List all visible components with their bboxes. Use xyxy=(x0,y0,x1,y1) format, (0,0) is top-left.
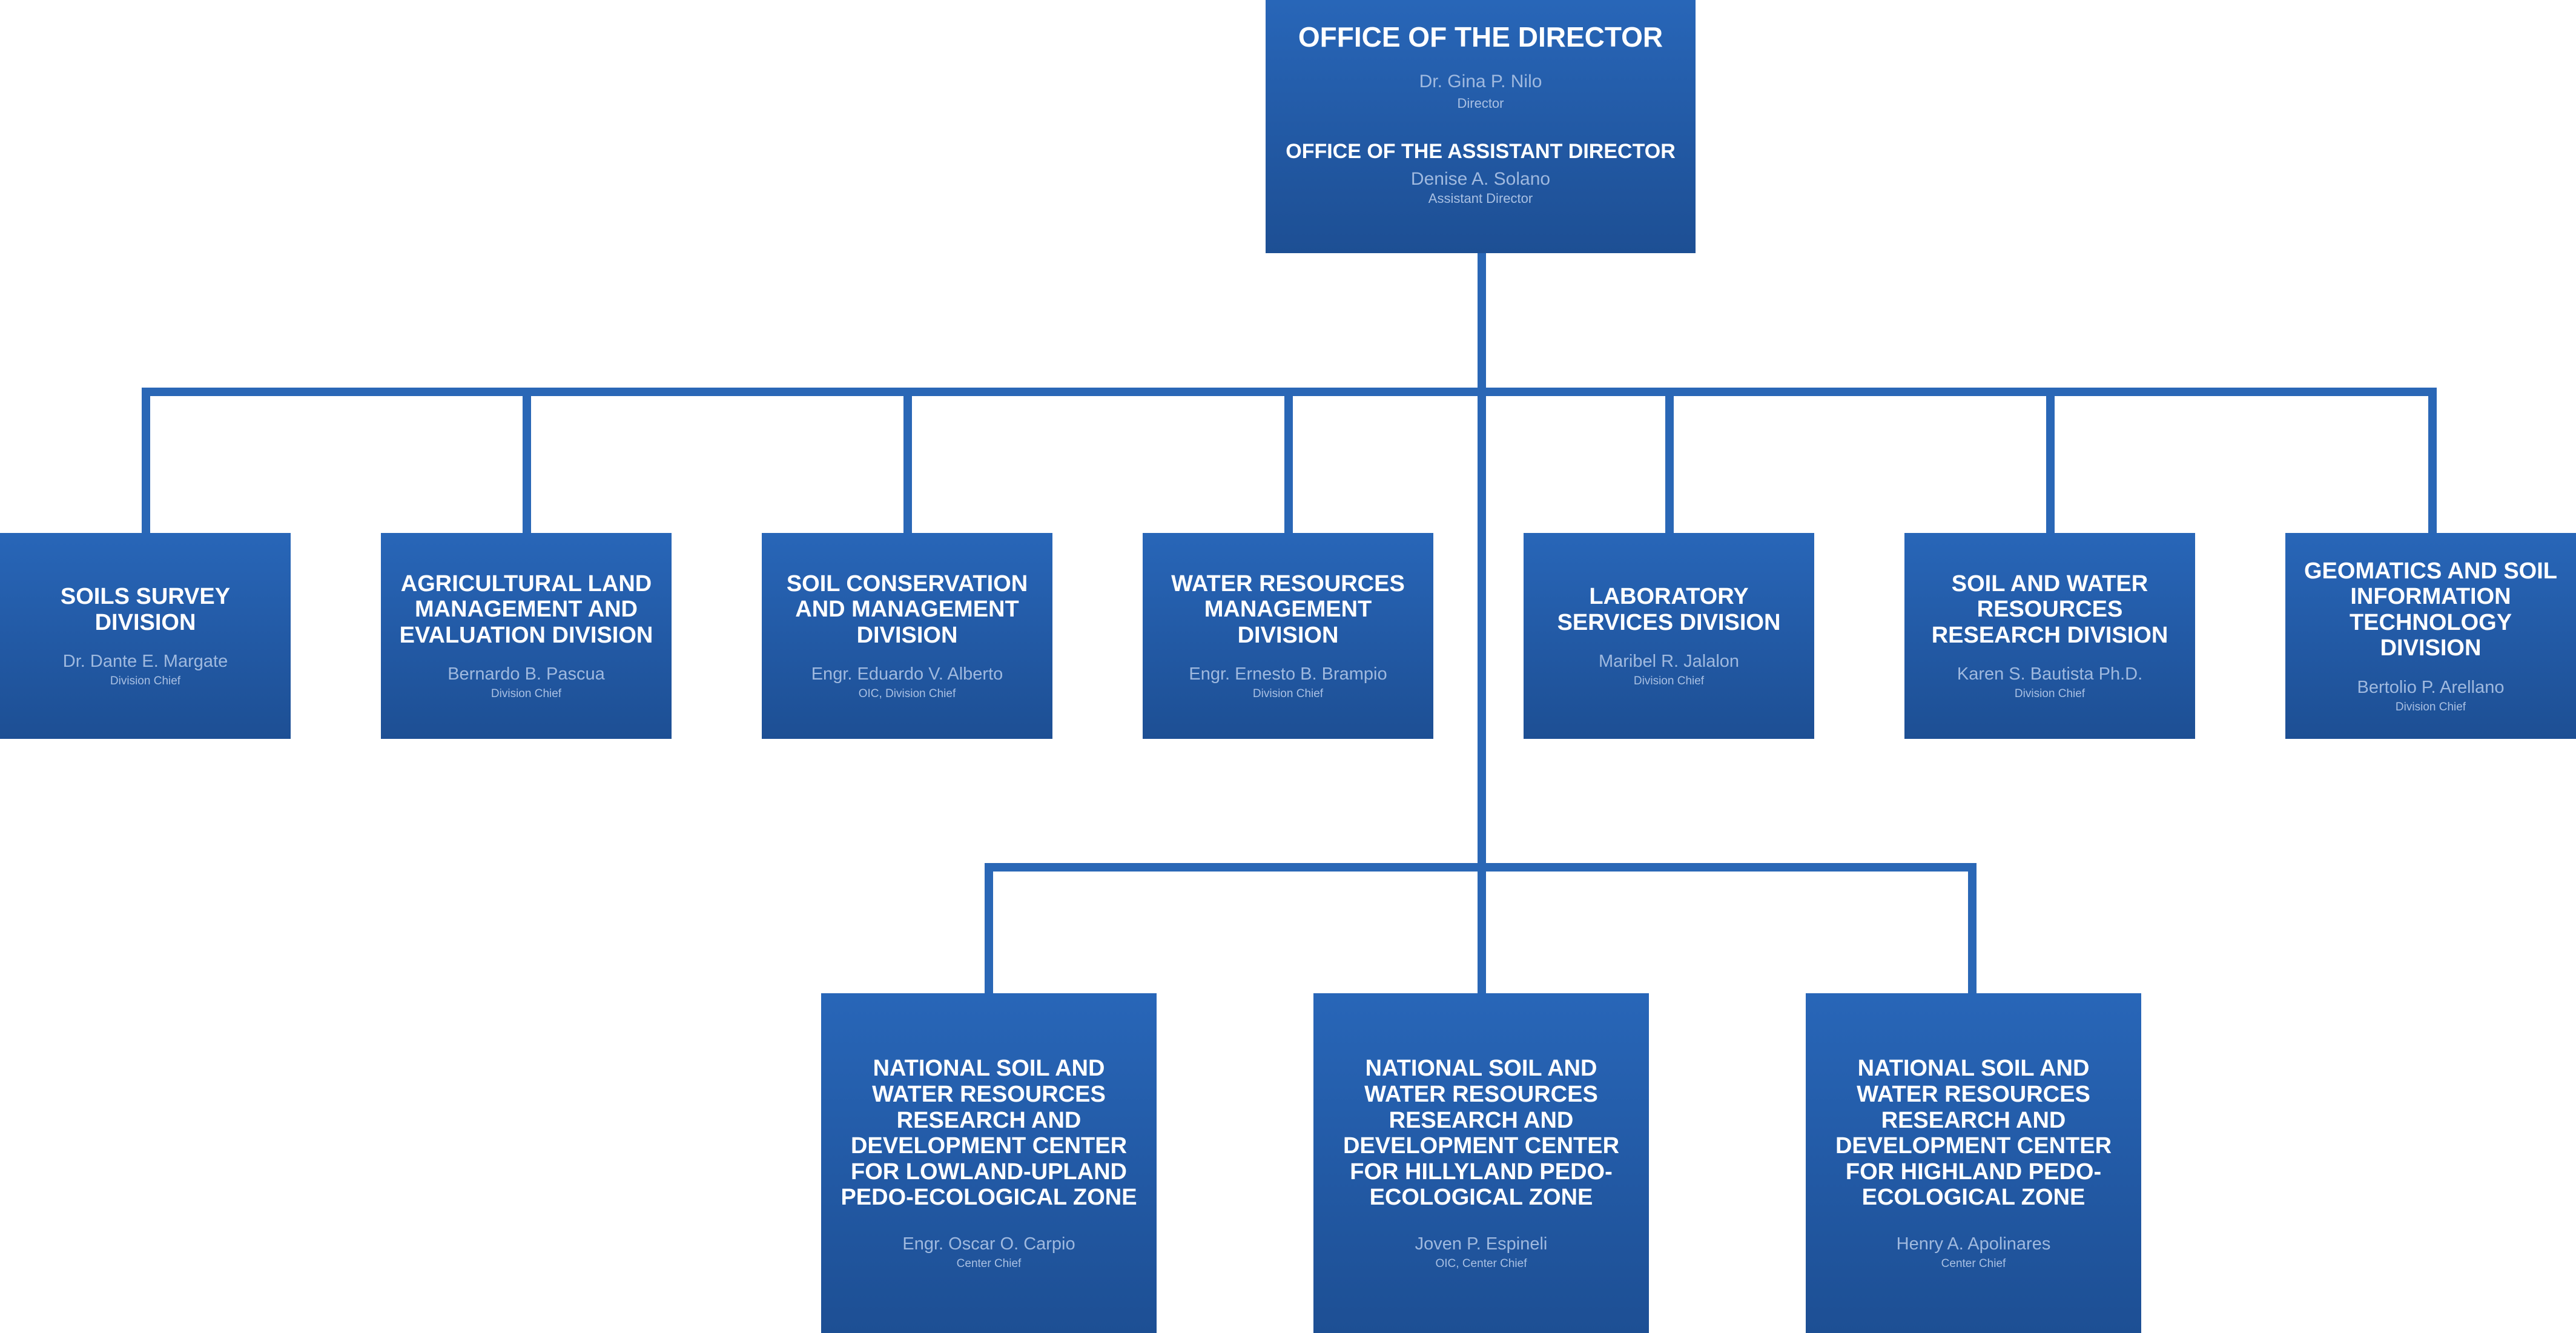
center-title: NATIONAL SOIL AND WATER RESOURCES RESEAR… xyxy=(1835,1056,2112,1211)
center-chief-name: Henry A. Apolinares xyxy=(1896,1234,2051,1254)
center-chief-name: Joven P. Espineli xyxy=(1415,1234,1548,1254)
division-chief-role: OIC, Division Chief xyxy=(858,687,956,701)
connector-division-3 xyxy=(903,388,912,533)
assistant-director-office-title: OFFICE OF THE ASSISTANT DIRECTOR xyxy=(1286,139,1676,163)
division-title: LABORATORY SERVICES DIVISION xyxy=(1557,584,1781,635)
connector-center-2 xyxy=(1478,863,1486,993)
connector-center-3 xyxy=(1968,863,1977,993)
assistant-director-role: Assistant Director xyxy=(1428,190,1533,206)
director-role: Director xyxy=(1457,95,1504,111)
division-title: GEOMATICS AND SOIL INFORMATION TECHNOLOG… xyxy=(2304,558,2557,661)
division-chief-name: Karen S. Bautista Ph.D. xyxy=(1957,664,2143,684)
assistant-director-name: Denise A. Solano xyxy=(1410,168,1551,189)
center-chief-role: Center Chief xyxy=(956,1257,1022,1270)
division-chief-role: Division Chief xyxy=(110,675,181,688)
division-title: SOIL CONSERVATION AND MANAGEMENT DIVISIO… xyxy=(786,571,1028,648)
center-box-hillyland: NATIONAL SOIL AND WATER RESOURCES RESEAR… xyxy=(1313,993,1649,1333)
division-title: AGRICULTURAL LAND MANAGEMENT AND EVALUAT… xyxy=(399,571,653,648)
center-box-lowland-upland: NATIONAL SOIL AND WATER RESOURCES RESEAR… xyxy=(821,993,1157,1333)
center-title: NATIONAL SOIL AND WATER RESOURCES RESEAR… xyxy=(841,1056,1137,1211)
division-chief-role: Division Chief xyxy=(490,687,562,701)
center-chief-role: OIC, Center Chief xyxy=(1435,1257,1527,1270)
division-chief-name: Engr. Eduardo V. Alberto xyxy=(811,664,1003,684)
connector-division-7 xyxy=(2428,388,2437,533)
division-title: SOILS SURVEY DIVISION xyxy=(60,584,231,635)
division-box-soil-conservation: SOIL CONSERVATION AND MANAGEMENT DIVISIO… xyxy=(762,533,1052,739)
center-chief-name: Engr. Oscar O. Carpio xyxy=(902,1234,1075,1254)
director-name: Dr. Gina P. Nilo xyxy=(1419,71,1542,91)
division-box-soil-water-research: SOIL AND WATER RESOURCES RESEARCH DIVISI… xyxy=(1904,533,2195,739)
connector-director-trunk xyxy=(1478,251,1486,869)
director-office-title: OFFICE OF THE DIRECTOR xyxy=(1298,21,1663,53)
connector-division-4 xyxy=(1284,388,1293,533)
division-chief-role: Division Chief xyxy=(1252,687,1324,701)
division-box-soils-survey: SOILS SURVEY DIVISION Dr. Dante E. Marga… xyxy=(0,533,291,739)
division-box-water-resources: WATER RESOURCES MANAGEMENT DIVISION Engr… xyxy=(1143,533,1433,739)
division-chief-name: Maribel R. Jalalon xyxy=(1598,652,1740,672)
division-chief-role: Division Chief xyxy=(2014,687,2086,701)
center-chief-role: Center Chief xyxy=(1941,1257,2006,1270)
division-box-laboratory-services: LABORATORY SERVICES DIVISION Maribel R. … xyxy=(1524,533,1814,739)
division-chief-name: Engr. Ernesto B. Brampio xyxy=(1189,664,1387,684)
center-box-highland: NATIONAL SOIL AND WATER RESOURCES RESEAR… xyxy=(1806,993,2141,1333)
center-title: NATIONAL SOIL AND WATER RESOURCES RESEAR… xyxy=(1342,1056,1620,1211)
director-office-box: OFFICE OF THE DIRECTOR Dr. Gina P. Nilo … xyxy=(1266,0,1696,253)
division-chief-name: Dr. Dante E. Margate xyxy=(62,652,228,672)
division-box-geomatics: GEOMATICS AND SOIL INFORMATION TECHNOLOG… xyxy=(2285,533,2576,739)
division-chief-name: Bernardo B. Pascua xyxy=(447,664,605,684)
division-chief-name: Bertolio P. Arellano xyxy=(2357,677,2505,697)
division-box-agricultural-land: AGRICULTURAL LAND MANAGEMENT AND EVALUAT… xyxy=(381,533,672,739)
connector-division-5 xyxy=(1665,388,1674,533)
division-title: SOIL AND WATER RESOURCES RESEARCH DIVISI… xyxy=(1931,571,2168,648)
division-chief-role: Division Chief xyxy=(1633,675,1705,688)
connector-division-1 xyxy=(142,388,150,533)
division-chief-role: Division Chief xyxy=(2395,700,2466,713)
connector-division-2 xyxy=(523,388,531,533)
connector-center-1 xyxy=(985,863,993,993)
division-title: WATER RESOURCES MANAGEMENT DIVISION xyxy=(1171,571,1405,648)
connector-division-6 xyxy=(2046,388,2055,533)
